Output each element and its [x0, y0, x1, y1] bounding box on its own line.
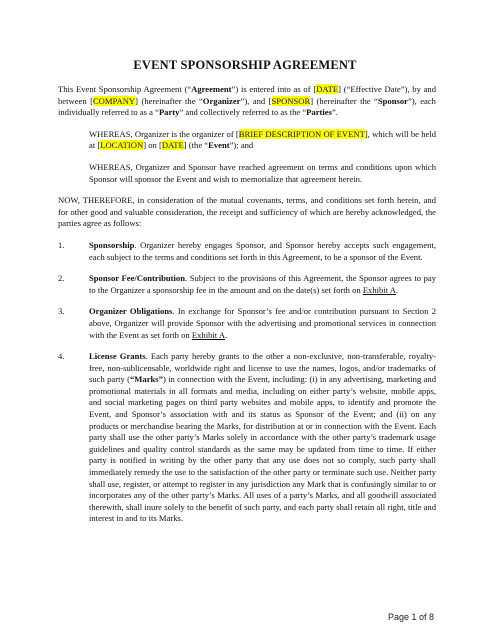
whereas-paragraph-1: WHEREAS, Organizer is the organizer of [… [89, 128, 437, 152]
placeholder-company: COMPANY [92, 95, 136, 106]
section-heading: Sponsor Fee/Contribution [89, 273, 186, 284]
intro-text: ] (hereinafter the “ [135, 95, 203, 106]
section-body: . [225, 329, 228, 340]
intro-text: ”), each individually referred to as a “ [58, 95, 436, 118]
section-heading: License Grants [89, 351, 146, 362]
section-body: . Organizer hereby engages Sponsor, and … [89, 239, 436, 262]
section-1: 1. Sponsorship. Organizer hereby engages… [58, 240, 436, 263]
page-number: Page 1 of 8 [387, 612, 434, 622]
intro-text: ] (hereinafter the “ [310, 95, 378, 106]
section-heading: Organizer Obligations [89, 306, 173, 317]
section-number: 4. [58, 351, 65, 362]
whereas-text: ] (the “ [183, 140, 209, 151]
placeholder-event-description: BRIEF DESCRIPTION OF EVENT [238, 128, 365, 139]
exhibit-a-reference: Exhibit A [362, 284, 396, 295]
intro-text: ”. [331, 107, 338, 118]
now-therefore-paragraph: NOW, THEREFORE, in consideration of the … [58, 195, 436, 229]
placeholder-location: LOCATION [100, 140, 144, 151]
whereas-text: ], which will be held at [ [89, 128, 437, 151]
term-organizer: Organizer [202, 95, 241, 106]
placeholder-sponsor: SPONSOR [271, 95, 311, 106]
placeholder-date: DATE [316, 84, 339, 94]
document-title: EVENT SPONSORSHIP AGREEMENT [133, 58, 357, 72]
term-agreement: Agreement [191, 84, 232, 94]
section-number: 2. [58, 273, 65, 284]
intro-text: ] (“Effective Date”), by and between [ [58, 84, 437, 106]
whereas-text: ] on [ [143, 140, 162, 151]
section-text: License Grants. Each party hereby grants… [89, 351, 436, 525]
document-body: This Event Sponsorship Agreement (“Agree… [58, 84, 436, 525]
section-body: . Subject to the provisions of this Agre… [89, 273, 436, 295]
term-sponsor: Sponsor [377, 95, 408, 106]
exhibit-a-reference: Exhibit A [191, 329, 226, 340]
intro-text: ”) is entered into as of [ [231, 84, 317, 94]
section-text: Sponsor Fee/Contribution. Subject to the… [89, 273, 436, 296]
section-4: 4. License Grants. Each party hereby gra… [58, 351, 436, 525]
term-marks: “Marks” [129, 374, 163, 385]
placeholder-event-date: DATE [161, 140, 184, 151]
term-party: Party [158, 107, 180, 118]
section-body: ) in connection with the Event, includin… [89, 374, 436, 524]
whereas-text: ”); and [229, 140, 254, 151]
intro-text: ”), and [ [240, 95, 272, 106]
whereas-text: WHEREAS, Organizer is the organizer of [ [89, 128, 239, 139]
section-3: 3. Organizer Obligations. In exchange fo… [58, 306, 436, 341]
section-heading: Sponsorship [89, 239, 135, 250]
intro-paragraph: This Event Sponsorship Agreement (“Agree… [58, 84, 436, 119]
section-number: 3. [58, 306, 65, 317]
intro-text: ” and collectively referred to as the “ [179, 107, 307, 118]
whereas-paragraph-2: WHEREAS, Organizer and Sponsor have reac… [89, 161, 436, 184]
term-parties: Parties [306, 107, 332, 118]
section-body: . Each party hereby grants to the other … [89, 351, 436, 385]
section-body: . [396, 284, 399, 295]
section-2: 2. Sponsor Fee/Contribution. Subject to … [58, 273, 436, 296]
section-number: 1. [58, 239, 65, 250]
term-event: Event [208, 140, 230, 151]
section-text: Sponsorship. Organizer hereby engages Sp… [89, 240, 436, 263]
section-text: Organizer Obligations. In exchange for S… [89, 306, 436, 341]
intro-text: This Event Sponsorship Agreement (“ [58, 84, 192, 94]
section-body: . In exchange for Sponsor’s fee and/or c… [89, 306, 437, 340]
